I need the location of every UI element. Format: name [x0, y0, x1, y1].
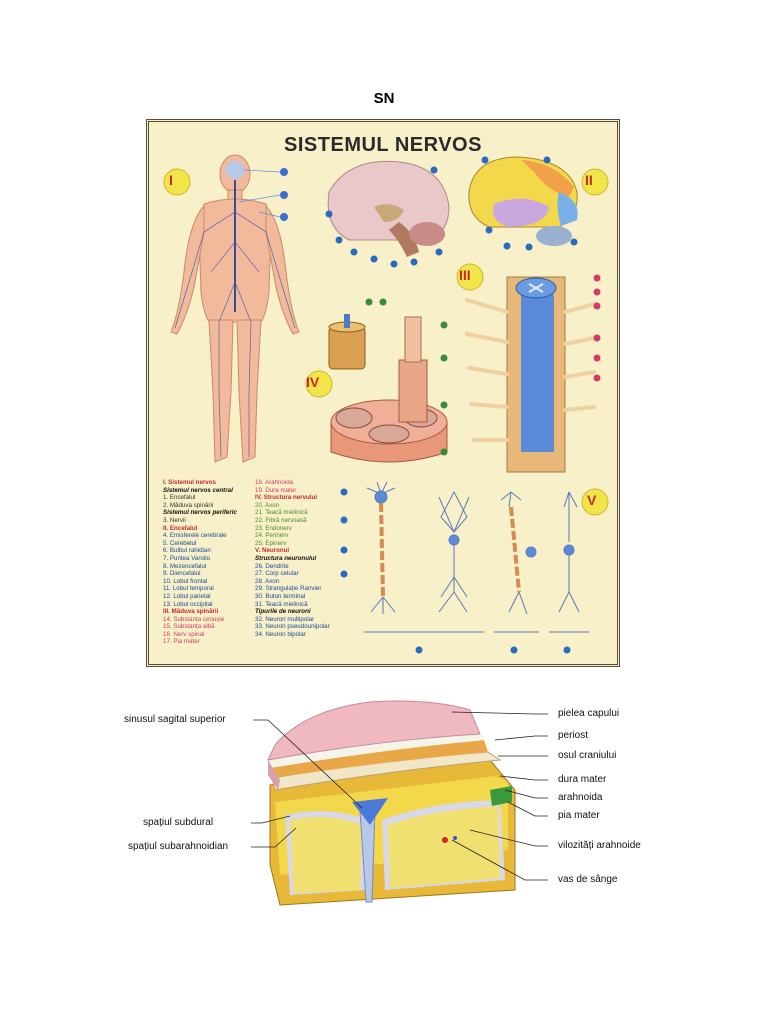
legend-item: 5. Cerebelul — [163, 539, 197, 547]
legend-item: IV. Structura nervului — [255, 494, 318, 502]
legend-item: 16. Nerv spinal — [163, 630, 205, 638]
poster-illustrations — [163, 154, 609, 654]
legend-item: 31. Teacă mielinică — [255, 600, 308, 608]
label-arachnoid-villi: vilozități arahnoide — [558, 840, 641, 851]
legend-item: 20. Axon — [255, 501, 280, 509]
legend-item: 24. Perinerv — [255, 532, 289, 540]
legend-item: 10. Lobul frontal — [163, 577, 208, 585]
legend-item: 26. Dendrite — [255, 562, 289, 570]
spinal-cord-illustration — [465, 274, 601, 473]
roman-numeral-1: I — [169, 172, 173, 188]
roman-numeral-5: V — [587, 492, 597, 508]
brain-icon — [225, 161, 245, 179]
legend-item: Sistemul nervos central — [163, 486, 233, 494]
roman-badges — [163, 168, 609, 516]
brain-sagittal-illustration — [325, 160, 450, 268]
legend-item: 13. Lobul occipital — [163, 600, 213, 608]
brain-lobes-illustration — [468, 156, 578, 251]
page-title: SN — [373, 90, 395, 107]
legend-item: 29. Strangulație Ranvier — [255, 585, 322, 593]
callout-dots — [280, 168, 288, 221]
legend-item: 9. Diencefalul — [163, 570, 201, 578]
legend-item: 6. Bulbul rahidian — [163, 547, 211, 555]
legend-item: 18. Arahnoida — [255, 479, 294, 486]
label-superior-sagittal-sinus: sinusul sagital superior — [124, 714, 226, 725]
legend-item: 15. Substanța albă — [163, 623, 215, 631]
legend-item: 12. Lobul parietal — [163, 592, 211, 600]
legend-item: 27. Corp celular — [255, 570, 299, 578]
legend-item: V. Neuronul — [255, 547, 290, 555]
legend-item: 8. Mezencefalul — [163, 562, 207, 570]
legend-item: 2. Măduva spinării — [163, 501, 214, 509]
nervous-system-poster: SISTEMUL NERVOS — [146, 119, 620, 667]
legend-item: 17. Pia mater — [163, 638, 200, 646]
label-skull-bone: osul craniului — [558, 750, 617, 761]
legend-item: Structura neuronului — [255, 554, 317, 562]
legend-item: 4. Emisferele cerebrale — [163, 532, 227, 540]
legend-item: 33. Neuron pseudounipolar — [255, 623, 330, 631]
legend-item: 19. Dura mater — [255, 486, 297, 494]
roman-numeral-2: II — [585, 172, 593, 188]
label-subarachnoid-space: spațiul subarahnoidian — [128, 841, 229, 852]
nerve-structure-illustration — [328, 298, 448, 463]
legend-item: 32. Neuron multipolar — [255, 615, 315, 623]
legend-item: III. Măduva spinării — [163, 608, 219, 616]
neurons-illustration — [364, 481, 589, 633]
legend-item: Tipurile de neuroni — [255, 608, 311, 616]
legend-item: 25. Epinerv — [255, 539, 287, 547]
legend-item: 23. Endonerv — [255, 524, 292, 532]
legend-item: 22. Fibră nervoasă — [255, 516, 307, 524]
label-blood-vessel: vas de sânge — [558, 874, 618, 885]
legend-item: 30. Buton terminal — [255, 592, 306, 600]
legend-item: 34. Neuron bipolar — [255, 630, 306, 638]
roman-numeral-3: III — [459, 267, 471, 283]
legend-item: I. Sistemul nervos — [163, 479, 216, 486]
legend-item: 21. Teacă mielinică — [255, 509, 308, 517]
legend-item: 3. Nervii — [163, 516, 186, 524]
label-dura-mater: dura mater — [558, 774, 607, 785]
legend-item: 28. Axon — [255, 577, 280, 585]
label-scalp: pielea capului — [558, 708, 620, 719]
roman-numeral-4: IV — [306, 374, 320, 390]
label-subdural-space: spațiul subdural — [143, 817, 214, 828]
legend-item: II. Encefalul — [163, 524, 198, 532]
label-periosteum: periost — [558, 730, 589, 741]
label-pia-mater: pia mater — [558, 810, 600, 821]
legend-item: 14. Substanța cenușie — [163, 615, 225, 623]
legend-item: 7. Puntea Varolio — [163, 554, 211, 562]
meninges-diagram — [251, 700, 548, 906]
legend-item: 11. Lobul temporal — [163, 585, 214, 593]
legend-item: 1. Encefalul — [163, 494, 196, 502]
poster-title: SISTEMUL NERVOS — [284, 134, 482, 156]
label-arachnoid: arahnoida — [558, 792, 603, 803]
legend-item: Sistemul nervos periferic — [163, 509, 237, 517]
